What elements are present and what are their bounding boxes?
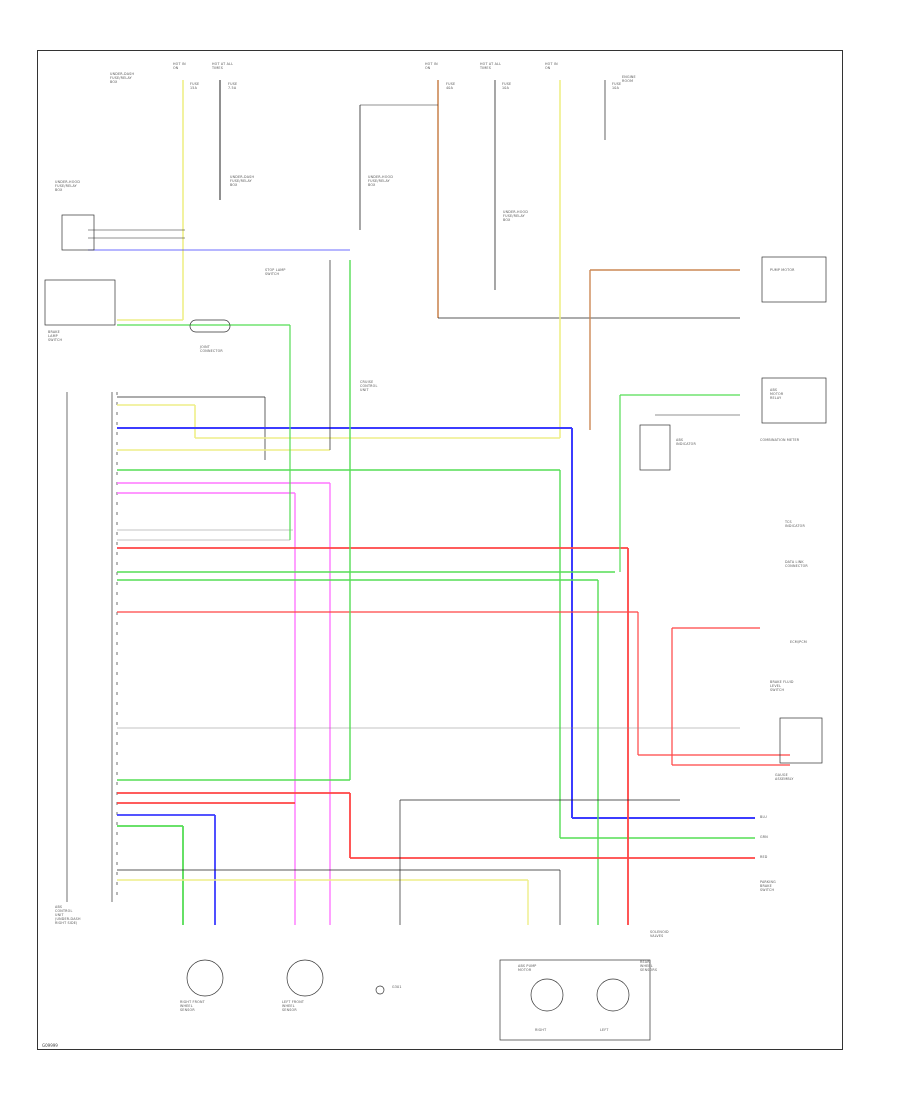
diagram-frame	[37, 50, 843, 1050]
label-left: LEFT	[600, 1028, 609, 1032]
label-fuse-3: FUSE 40A	[446, 82, 456, 90]
label-fuse-4: FUSE 10A	[502, 82, 512, 90]
abs-control-unit-connector	[66, 392, 118, 902]
label-abs-motor-relay: ABS MOTOR RELAY	[770, 388, 784, 400]
label-rear-sensors: REAR WHEEL SENSORS	[640, 960, 658, 972]
components	[44, 214, 827, 1041]
label-pump-motor: PUMP MOTOR	[770, 268, 795, 272]
label-brake-fluid: BRAKE FLUID LEVEL SWITCH	[770, 680, 794, 692]
label-abs-indicator: ABS INDICATOR	[676, 438, 696, 446]
label-uf4: UNDER-HOOD FUSE/RELAY BOX	[55, 180, 81, 192]
label-abs-unit-title: ABS CONTROL UNIT (UNDER-DASH RIGHT SIDE)	[55, 905, 81, 925]
top-left-feeds	[88, 80, 350, 321]
label-uf2: UNDER-HOOD FUSE/RELAY BOX	[368, 175, 394, 187]
label-data-link: DATA LINK CONNECTOR	[785, 560, 808, 568]
label-hot-at-all-times-right: HOT AT ALL TIMES	[480, 62, 502, 70]
label-hot-in-on-right-2: HOT IN ON	[545, 62, 558, 70]
harness-wires	[117, 260, 790, 925]
label-under-dash-box-top: UNDER-DASH FUSE/RELAY BOX	[110, 72, 135, 84]
label-right-front-sensor: RIGHT FRONT WHEEL SENSOR	[180, 1000, 205, 1012]
label-fuse-1: FUSE 15A	[190, 82, 200, 90]
label-hot-in-on-right: HOT IN ON	[425, 62, 438, 70]
label-right: RIGHT	[535, 1028, 547, 1032]
label-ecm-pcm: ECM/PCM	[790, 640, 807, 644]
label-engine-room: ENGINE ROOM	[622, 75, 636, 83]
label-parking-brake: PARKING BRAKE SWITCH	[760, 880, 776, 892]
label-uf3: UNDER-HOOD FUSE/RELAY BOX	[503, 210, 529, 222]
label-ground: G301	[392, 985, 402, 989]
wire-label-red: RED	[760, 855, 768, 859]
label-combination-meter: COMBINATION METER	[760, 438, 800, 442]
page-code: G09999	[42, 1043, 58, 1048]
label-gauge-assembly: GAUGE ASSEMBLY	[775, 773, 794, 781]
label-stop-lamp: STOP LAMP SWITCH	[265, 268, 286, 276]
label-solenoid-valves: SOLENOID VALVES	[650, 930, 669, 938]
label-hot-in-on-left: HOT IN ON	[173, 62, 186, 70]
label-abs-pump: ABS PUMP MOTOR	[518, 964, 537, 972]
label-cruise-control-unit: CRUISE CONTROL UNIT	[360, 380, 378, 392]
label-brake-lamp-switch: BRAKE LAMP SWITCH	[48, 330, 63, 342]
label-left-front-sensor: LEFT FRONT WHEEL SENSOR	[282, 1000, 305, 1012]
wire-label-blu: BLU	[760, 815, 767, 819]
wire-label-grn: GRN	[760, 835, 768, 839]
label-tcs: TCS INDICATOR	[785, 520, 805, 528]
label-junction-connector: JOINT CONNECTOR	[200, 345, 223, 353]
label-uf1: UNDER-DASH FUSE/RELAY BOX	[230, 175, 255, 187]
label-fuse-2: FUSE 7.5A	[228, 82, 238, 90]
top-right-feeds	[359, 80, 740, 438]
label-hot-at-all-times-left: HOT AT ALL TIMES	[212, 62, 234, 70]
label-fuse-5: FUSE 10A	[612, 82, 622, 90]
